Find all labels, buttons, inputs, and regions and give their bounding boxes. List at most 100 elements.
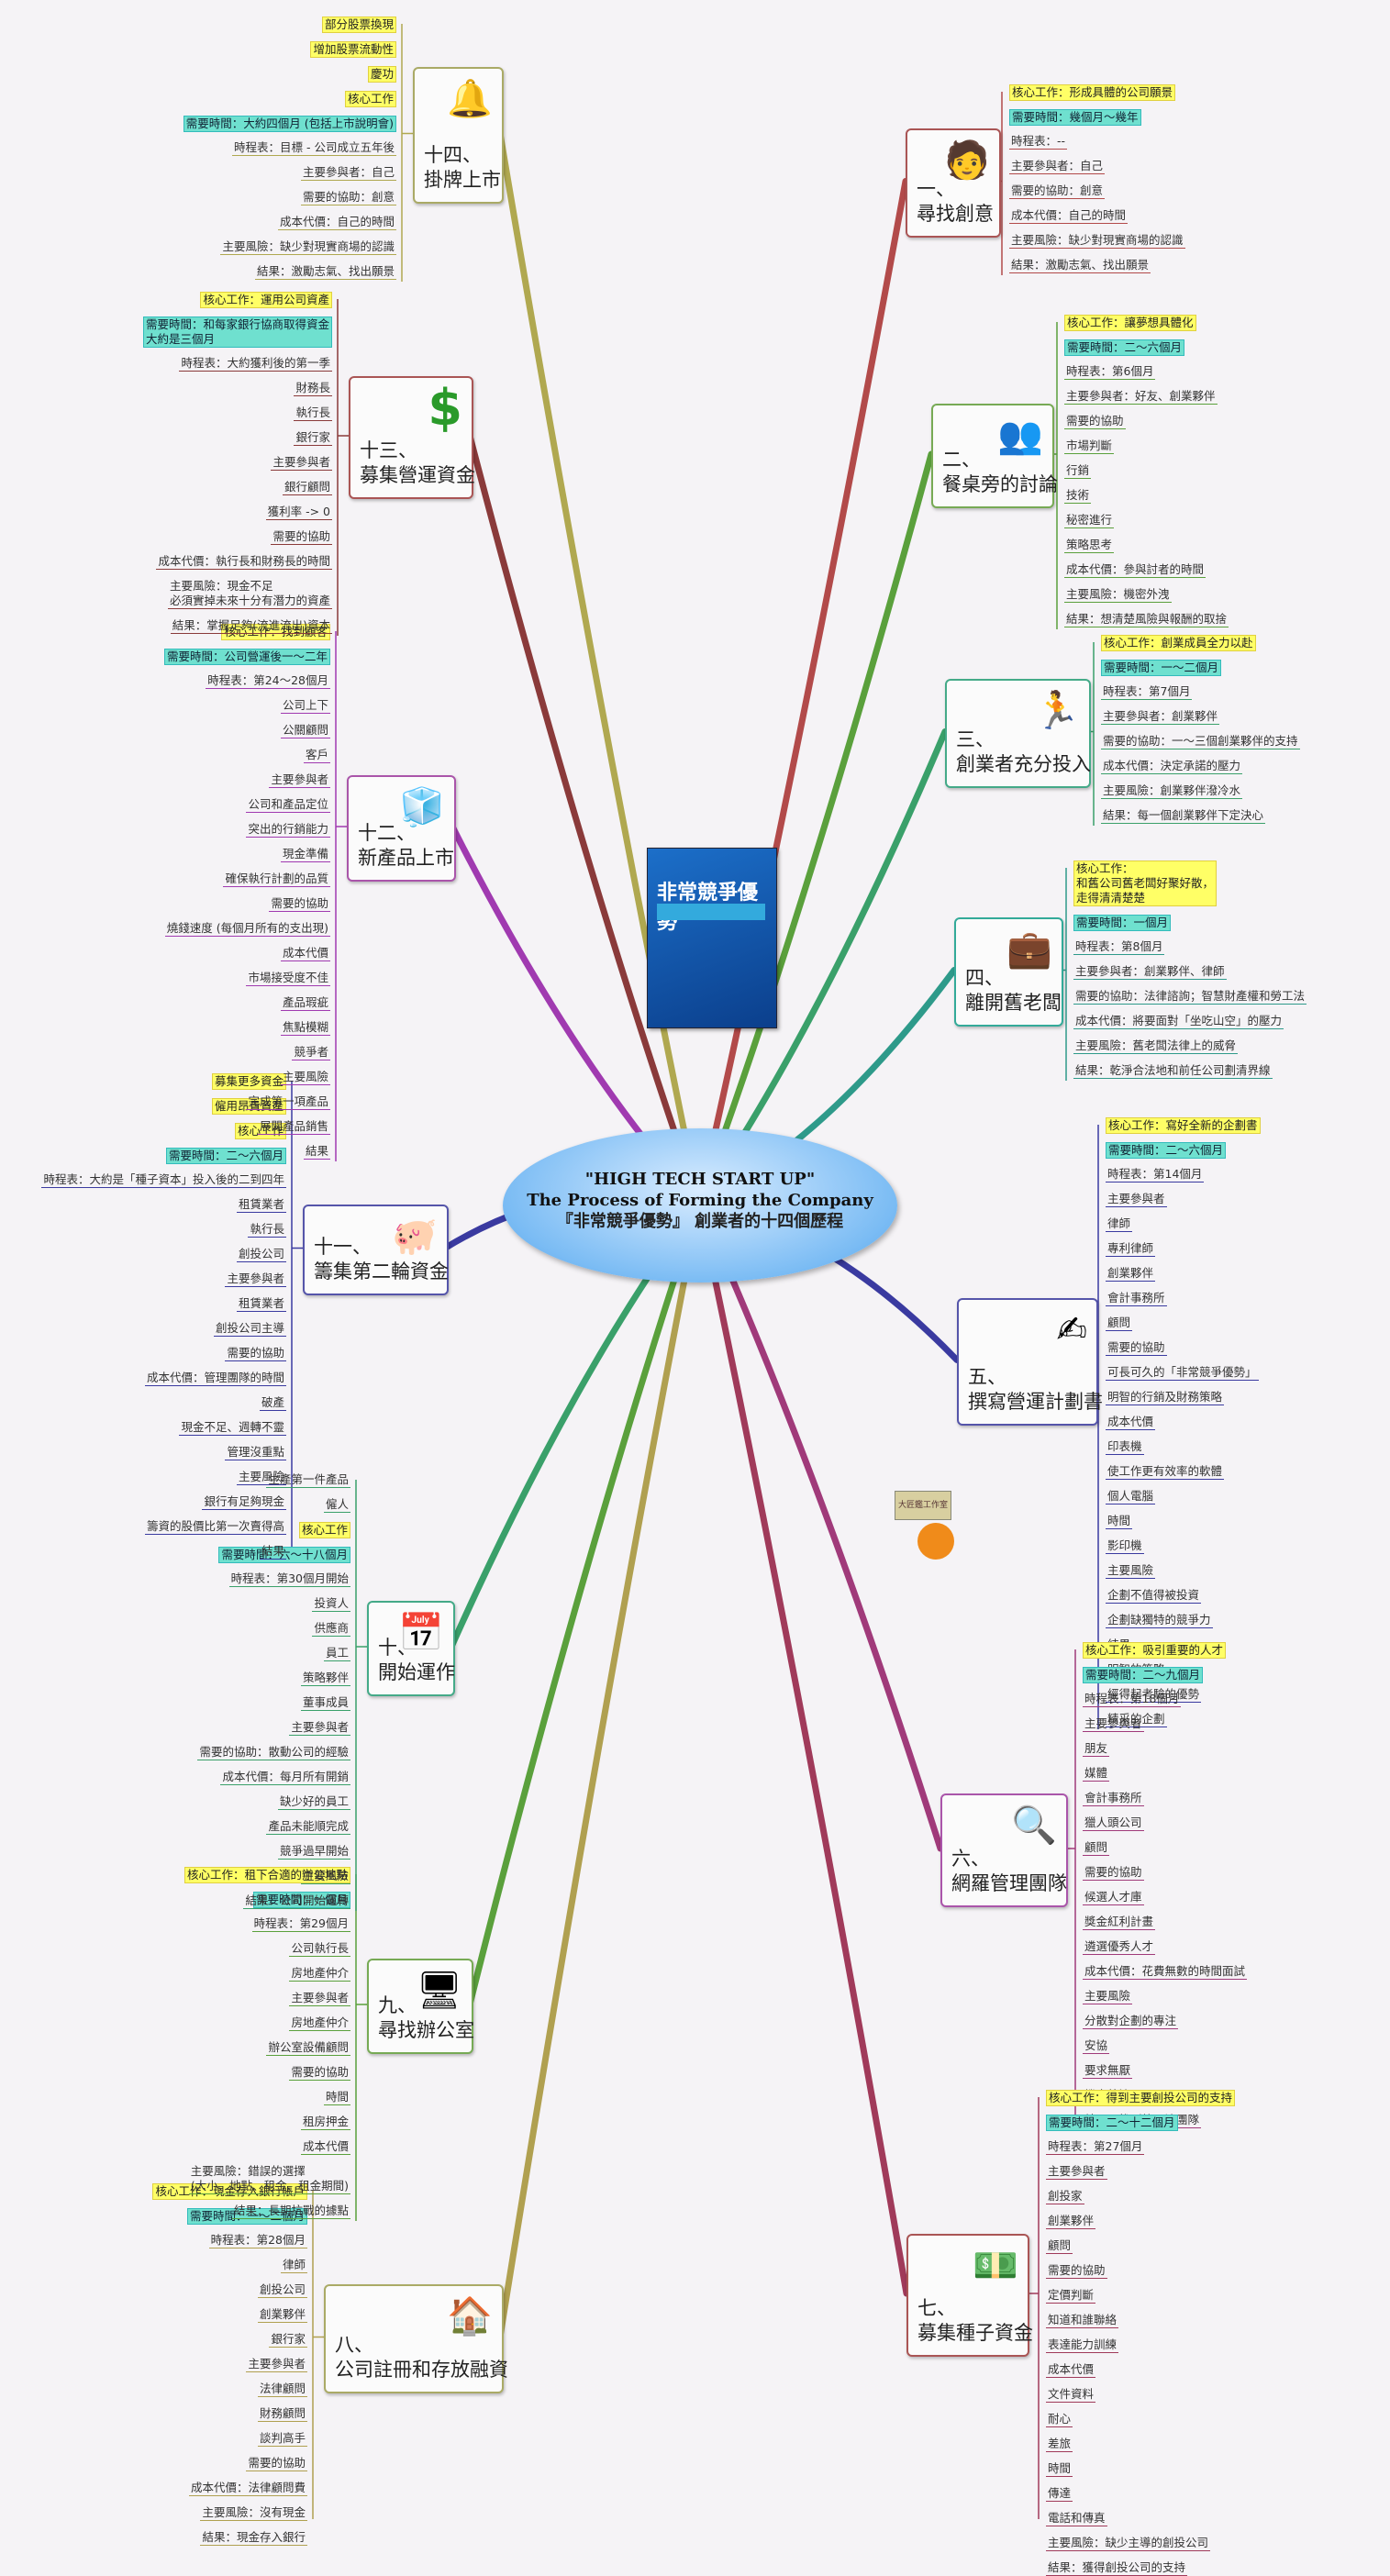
leaf-item[interactable]: 核心工作：找到顧客 [221, 624, 330, 640]
leaf-item[interactable]: 需要時間：和每家銀行協商取得資金 大約是三個月 [142, 316, 332, 348]
leaf-item[interactable]: 時程表：第14個月 [1106, 1167, 1205, 1183]
leaf-item[interactable]: 主要參與者 [225, 1271, 286, 1287]
leaf-item[interactable]: 需要時間：幾個月～幾年 [1009, 109, 1141, 126]
leaf-item[interactable]: 時程表：第18個月 [1083, 1692, 1182, 1707]
leaf-item[interactable]: 主要參與者：創業夥伴 [1101, 709, 1220, 725]
leaf-item[interactable]: 明智的行銷及財務策略 [1106, 1390, 1225, 1405]
leaf-item[interactable]: 成本代價：法律顧問費 [188, 2481, 307, 2496]
leaf-item[interactable]: 時程表：第29個月 [251, 1916, 350, 1932]
leaf-item[interactable]: 房地產仲介 [289, 1966, 350, 1982]
leaf-item[interactable]: 成本代價 [1046, 2362, 1096, 2378]
leaf-item[interactable]: 執行長 [294, 405, 332, 421]
leaf-item[interactable]: 時程表：第7個月 [1101, 684, 1193, 700]
leaf-item[interactable]: 需要的協助：一～三個創業夥伴的支持 [1101, 734, 1300, 749]
leaf-item[interactable]: 銀行家 [294, 430, 332, 446]
leaf-item[interactable]: 印表機 [1106, 1439, 1144, 1455]
leaf-item[interactable]: 主要參與者：好友、創業夥伴 [1064, 389, 1218, 405]
leaf-item[interactable]: 破產 [259, 1395, 286, 1411]
leaf-item[interactable]: 會計事務所 [1106, 1291, 1167, 1306]
leaf-item[interactable]: 策略思考 [1064, 538, 1115, 553]
leaf-item[interactable]: 核心工作：租下合適的辦公地點 [183, 1867, 350, 1883]
leaf-item[interactable]: 缺少好的員工 [277, 1794, 350, 1810]
leaf-item[interactable]: 精采的企劃 [1106, 1712, 1167, 1727]
leaf-item[interactable]: 時程表：第27個月 [1046, 2139, 1145, 2155]
leaf-item[interactable]: 市場接受度不佳 [246, 971, 330, 986]
leaf-item[interactable]: 主要風險 [1083, 1989, 1133, 2004]
leaf-item[interactable]: 管理沒重點 [225, 1445, 286, 1460]
topic-9[interactable]: 🖥九、 尋找辦公室 [367, 1959, 474, 2054]
leaf-item[interactable]: 銀行家 [269, 2332, 307, 2348]
leaf-item[interactable]: 成本代價：參與討者的時間 [1064, 562, 1207, 578]
leaf-item[interactable]: 客戶 [303, 748, 330, 763]
leaf-item[interactable]: 需要的協助 [269, 896, 330, 912]
leaf-item[interactable]: 時間 [323, 2090, 350, 2105]
leaf-item[interactable]: 談判高手 [257, 2431, 307, 2447]
leaf-item[interactable]: 需要時間：六～十八個月 [218, 1547, 350, 1563]
leaf-item[interactable]: 顧問 [1106, 1316, 1133, 1331]
leaf-item[interactable]: 突出的行銷能力 [246, 822, 330, 838]
leaf-item[interactable]: 核心工作：寫好全新的企劃書 [1106, 1117, 1261, 1134]
leaf-item[interactable]: 主要風險：機密外洩 [1064, 587, 1172, 603]
leaf-item[interactable]: 主要參與者：自己 [1009, 159, 1106, 174]
leaf-item[interactable]: 定價判斷 [1046, 2288, 1096, 2304]
leaf-item[interactable]: 主要參與者 [246, 2357, 307, 2372]
topic-10[interactable]: 📅十、 開始運作 [367, 1601, 455, 1696]
leaf-item[interactable]: 需要的協助：法律諮詢；智慧財產權和勞工法 [1073, 989, 1307, 1005]
leaf-item[interactable]: 執行長 [248, 1222, 286, 1238]
leaf-item[interactable]: 主要風險：缺少對現實商場的認識 [1009, 233, 1185, 249]
leaf-item[interactable]: 遴選優秀人才 [1083, 1939, 1156, 1955]
leaf-item[interactable]: 主要參與者 [289, 1720, 350, 1736]
leaf-item[interactable]: 成本代價 [300, 2139, 350, 2155]
leaf-item[interactable]: 主要風險：錯誤的選擇 (大小、地點、租金、租金期間) [188, 2164, 350, 2194]
leaf-item[interactable]: 創投公司 [257, 2282, 307, 2298]
leaf-item[interactable]: 技術 [1064, 488, 1092, 504]
leaf-item[interactable]: 成本代價：將要面對「坐吃山空」的壓力 [1073, 1014, 1284, 1029]
leaf-item[interactable]: 成本代價：執行長和財務長的時間 [156, 554, 332, 570]
leaf-item[interactable]: 策略夥伴 [300, 1671, 350, 1686]
leaf-item[interactable]: 創投家 [1046, 2189, 1084, 2204]
leaf-item[interactable]: 媒體 [1083, 1766, 1110, 1782]
leaf-item[interactable]: 投資人 [312, 1596, 350, 1612]
leaf-item[interactable]: 需要的協助 [1046, 2263, 1107, 2279]
leaf-item[interactable]: 需要的協助 [289, 2065, 350, 2081]
leaf-item[interactable]: 需要的協助：創意 [300, 190, 396, 205]
leaf-item[interactable]: 時程表：第8個月 [1073, 939, 1165, 955]
leaf-item[interactable]: 需要時間：一個月 [1073, 915, 1172, 931]
leaf-item[interactable]: 公司和產品定位 [246, 797, 330, 813]
leaf-item[interactable]: 時程表：-- [1009, 134, 1068, 150]
leaf-item[interactable]: 結果 [259, 1544, 286, 1560]
leaf-item[interactable]: 結果：乾淨合法地和前任公司劃清界線 [1073, 1063, 1273, 1079]
leaf-item[interactable]: 時間 [1046, 2461, 1073, 2477]
leaf-item[interactable]: 秘密進行 [1064, 513, 1115, 528]
topic-4[interactable]: 💼四、 離開舊老闆 [954, 917, 1063, 1027]
leaf-item[interactable]: 核心工作：現金存入銀行帳戶 [152, 2183, 307, 2200]
leaf-item[interactable]: 成本代價：自己的時間 [1009, 208, 1129, 224]
leaf-item[interactable]: 部分股票換現 [321, 17, 396, 33]
leaf-item[interactable]: 創投公司主導 [213, 1321, 286, 1337]
leaf-item[interactable]: 公司執行長 [289, 1941, 350, 1957]
leaf-item[interactable]: 要求無厭 [1083, 2063, 1133, 2079]
leaf-item[interactable]: 核心工作：形成具體的公司願景 [1009, 84, 1176, 101]
leaf-item[interactable]: 結果：掌握足夠(流進流出)資本 [170, 618, 332, 634]
leaf-item[interactable]: 供應商 [312, 1621, 350, 1637]
leaf-item[interactable]: 需要的協助：創意 [1009, 183, 1106, 199]
leaf-item[interactable]: 競爭過早開始 [277, 1844, 350, 1860]
topic-8[interactable]: 🏠八、 公司註冊和存放融資 [324, 2284, 508, 2393]
leaf-item[interactable]: 主要參與者 [1083, 1716, 1144, 1732]
leaf-item[interactable]: 需要時間：二～六個月 [165, 1148, 286, 1164]
leaf-item[interactable]: 結果 [303, 1144, 330, 1160]
leaf-item[interactable]: 需要的協助 [271, 529, 332, 545]
leaf-item[interactable]: 候選人才庫 [1083, 1890, 1144, 1905]
leaf-item[interactable]: 成本代價：管理團隊的時間 [144, 1371, 286, 1386]
leaf-item[interactable]: 慶功 [367, 66, 396, 83]
leaf-item[interactable]: 燒錢速度 (每個月所有的支出現) [164, 921, 330, 937]
leaf-item[interactable]: 房地產仲介 [289, 2015, 350, 2031]
leaf-item[interactable]: 主要參與者 [1046, 2164, 1107, 2180]
leaf-item[interactable]: 行銷 [1064, 463, 1092, 479]
leaf-item[interactable]: 朋友 [1083, 1741, 1110, 1757]
leaf-item[interactable]: 核心工作：讓夢想具體化 [1064, 315, 1196, 331]
leaf-item[interactable]: 競爭者 [292, 1045, 330, 1060]
leaf-item[interactable]: 成本代價 [1106, 1415, 1156, 1430]
leaf-item[interactable]: 核心工作： 和舊公司舊老闆好聚好散， 走得清清楚楚 [1073, 861, 1218, 906]
leaf-item[interactable]: 法律顧問 [257, 2382, 307, 2397]
